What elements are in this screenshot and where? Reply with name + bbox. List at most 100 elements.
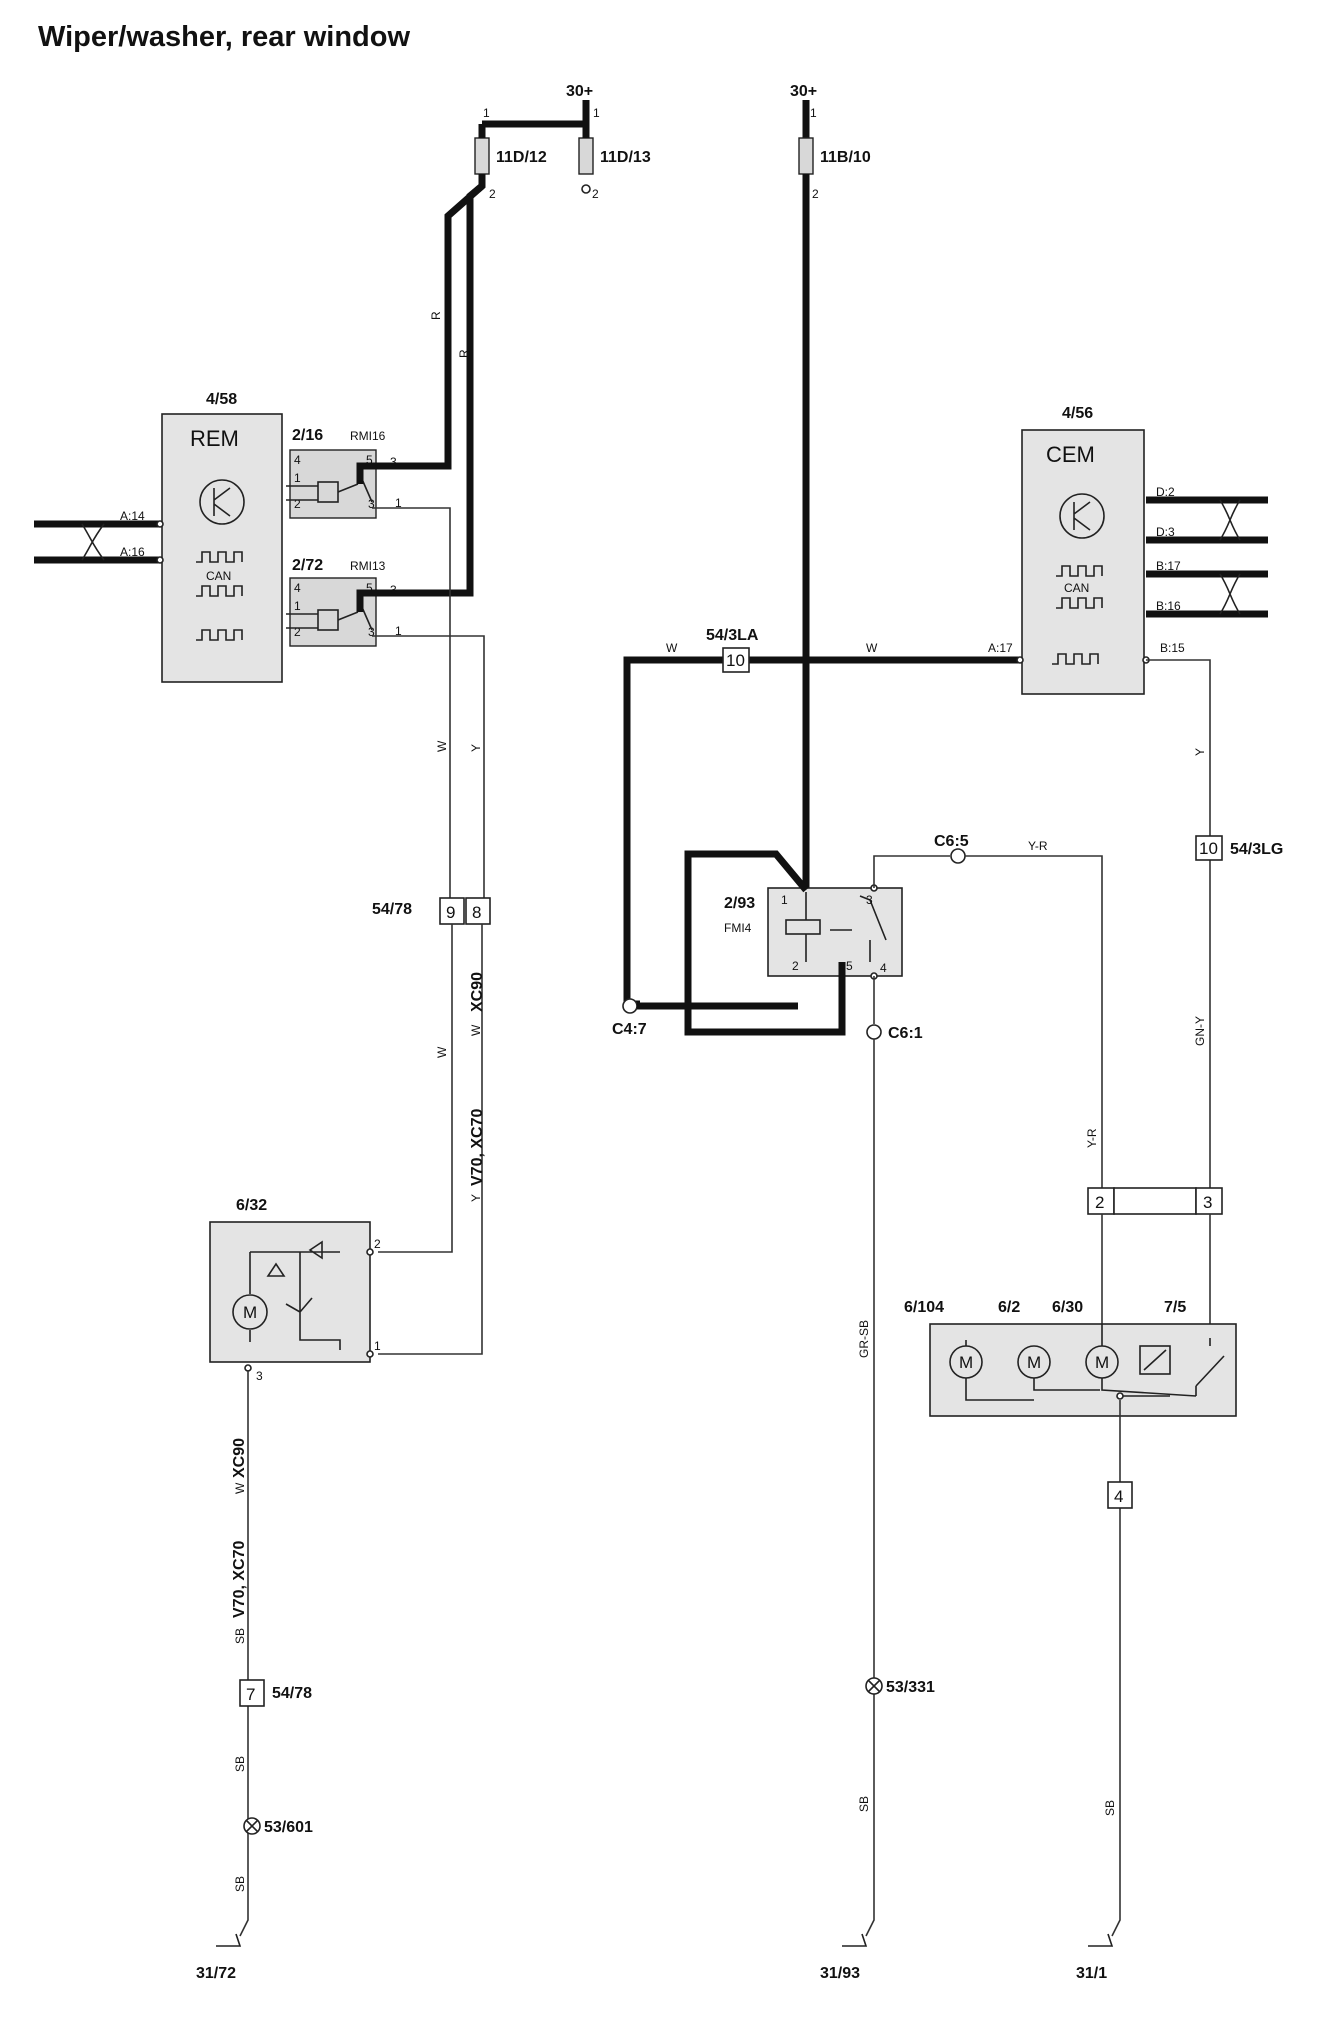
rem-pin-a16-label: A:16 xyxy=(120,545,145,559)
rear-wiper-motor-632 xyxy=(209,1221,371,1363)
rem-pin-a16 xyxy=(156,556,164,564)
cem-pin-b15: B:15 xyxy=(1160,641,1185,655)
relay-216-pin1: 1 xyxy=(294,471,301,485)
switch-75-label: 7/5 xyxy=(1164,1299,1186,1316)
node-c65 xyxy=(950,848,966,864)
rear-wiper-motor-icon xyxy=(232,1294,268,1330)
conn-5478-pin7-label: 7 xyxy=(246,1685,255,1704)
relay-272-contact-wire xyxy=(356,589,378,612)
relay-216-name: RMI16 xyxy=(350,429,386,443)
relay-293-internals xyxy=(805,892,887,962)
cem-can-wave-2 xyxy=(1056,597,1103,609)
motor-632-internal-wiring xyxy=(249,1240,341,1350)
wire-color-w6: W xyxy=(866,641,878,655)
splice-53331-label: 53/331 xyxy=(886,1679,935,1696)
conn-5478-pin8-label: 8 xyxy=(472,903,481,922)
wire-r-outer xyxy=(378,174,486,470)
conn-pin3-label: 3 xyxy=(1203,1193,1212,1212)
rem-can-wave-1 xyxy=(196,551,243,563)
cem-pin-d2: D:2 xyxy=(1156,485,1175,499)
wire-color-w1: W xyxy=(435,740,449,752)
conn-543la-pin: 10 xyxy=(726,651,745,670)
cem-pin-a17-label: A:17 xyxy=(988,641,1013,655)
cem-module xyxy=(1021,429,1145,695)
relay-293 xyxy=(767,887,903,977)
ground-311-label: 31/1 xyxy=(1076,1965,1107,1982)
wire-color-yr2: Y-R xyxy=(1085,1128,1099,1148)
wire-w-lower xyxy=(378,924,453,1253)
wire-color-w4: W xyxy=(233,1482,247,1494)
variant-xc90-a: XC90 xyxy=(469,972,486,1012)
relay-216-pin3b: 3 xyxy=(368,497,375,511)
fuse-11d13 xyxy=(578,137,594,175)
relay-216-pin4: 4 xyxy=(294,453,301,467)
ground-311-symbol xyxy=(1088,1933,1114,1947)
wire-group-ground xyxy=(1111,1400,1121,1937)
cem-can-label: CAN xyxy=(1064,581,1089,595)
relay-272-pin2: 2 xyxy=(294,625,301,639)
fuse2-output-terminal xyxy=(581,184,591,194)
conn-543la xyxy=(722,647,750,673)
conn-pin4-label: 4 xyxy=(1114,1487,1123,1506)
cem-id: 4/56 xyxy=(1062,405,1093,422)
fuse2-pin2: 2 xyxy=(592,187,599,201)
rem-can-label: CAN xyxy=(206,569,231,583)
group-output-node xyxy=(1116,1392,1124,1400)
relay-293-name: FMI4 xyxy=(724,921,752,935)
ground-3193-symbol xyxy=(842,1933,868,1947)
conn-pin-body xyxy=(1113,1187,1197,1215)
wire-color-grsb: GR-SB xyxy=(857,1320,871,1358)
lamp-6104-label: 6/104 xyxy=(904,1299,944,1316)
relay-272-pin3: 3 xyxy=(390,583,397,597)
wire-color-w2: W xyxy=(435,1046,449,1058)
variant-v70-b: V70, XC70 xyxy=(231,1541,248,1618)
wire-y-lower xyxy=(378,924,483,1355)
ground-3193-label: 31/93 xyxy=(820,1965,860,1982)
ground-3172-label: 31/72 xyxy=(196,1965,236,1982)
wire-color-y1: Y xyxy=(469,744,483,752)
splice-53331-cross xyxy=(867,1679,881,1693)
wire-color-gny: GN-Y xyxy=(1193,1016,1207,1046)
wire-color-sb3: SB xyxy=(233,1876,247,1892)
cem-twist-icon-2 xyxy=(1219,573,1241,615)
cem-can-wave-1 xyxy=(1056,565,1103,577)
lamp-62-label: 6/2 xyxy=(998,1299,1020,1316)
wire-y-cem xyxy=(1146,659,1211,1188)
relay-272-id: 2/72 xyxy=(292,557,323,574)
relay-293-pin1: 1 xyxy=(781,893,788,907)
wire-r-inner xyxy=(378,183,485,597)
fuse3-pin2: 2 xyxy=(812,187,819,201)
relay-272-name: RMI13 xyxy=(350,559,386,573)
relay-216-pin1b: 1 xyxy=(395,496,402,510)
cem-transistor-icon xyxy=(1059,493,1105,539)
relay-216-contact-wire xyxy=(356,462,378,484)
motor-630-letter: M xyxy=(1095,1353,1109,1372)
ground-3172-symbol xyxy=(216,1933,242,1947)
wire-grsb xyxy=(865,1039,875,1937)
conn-pin3-box xyxy=(1195,1187,1223,1215)
relay-272-pin1: 1 xyxy=(294,599,301,613)
motor-6104-letter: M xyxy=(959,1353,973,1372)
conn-pin4-box xyxy=(1107,1481,1133,1509)
conn-543lg-pin: 10 xyxy=(1199,839,1218,858)
relay-293-pin5: 5 xyxy=(846,959,853,973)
fuse1-pin1: 1 xyxy=(483,106,490,120)
diagram-title: Wiper/washer, rear window xyxy=(38,21,410,53)
relay-216-pin2: 2 xyxy=(294,497,301,511)
relay-272-pin3b: 3 xyxy=(368,625,375,639)
wire-color-sb2: SB xyxy=(233,1756,247,1772)
rem-transistor-icon xyxy=(199,479,245,525)
wire-color-y3: Y xyxy=(1193,748,1207,756)
conn-543la-id: 54/3LA xyxy=(706,627,759,644)
fuse3-pin1: 1 xyxy=(810,106,817,120)
rear-wiper-motor-letter: M xyxy=(243,1303,257,1322)
relay-216-pin3: 3 xyxy=(390,455,397,469)
fuse2-pin1: 1 xyxy=(593,106,600,120)
switch-75-internals xyxy=(965,1324,1225,1401)
splice-53601-label: 53/601 xyxy=(264,1819,313,1836)
variant-xc90-b: XC90 xyxy=(231,1438,248,1478)
fuse3-label: 11B/10 xyxy=(820,149,871,166)
rem-module xyxy=(161,413,283,683)
conn-5478-pin9-label: 9 xyxy=(446,903,455,922)
splice-53601-cross xyxy=(245,1819,259,1833)
